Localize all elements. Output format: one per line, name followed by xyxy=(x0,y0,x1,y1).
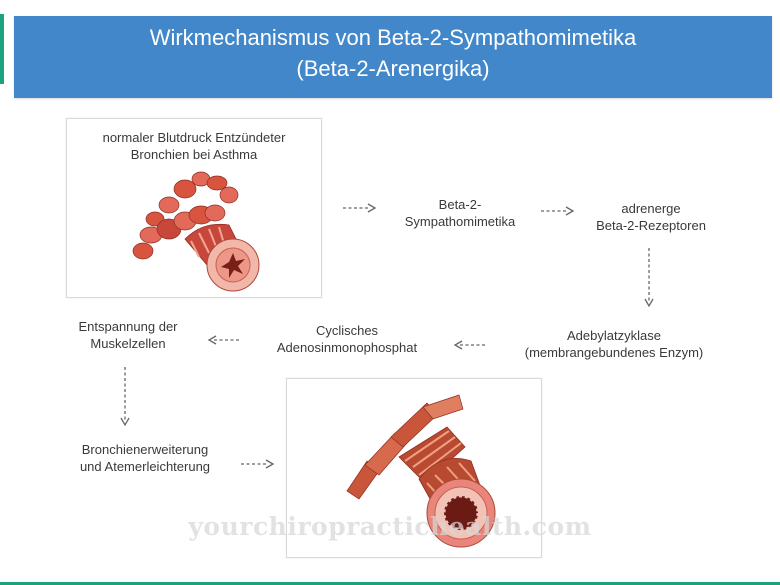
title-banner: Wirkmechanismus von Beta-2-Sympathomimet… xyxy=(14,16,772,98)
left-accent-bar xyxy=(0,14,4,84)
step-cyclisches-amp: Cyclisches Adenosinmonophosphat xyxy=(276,323,418,355)
arrow-image-to-beta2 xyxy=(343,203,377,213)
step-adrenerge-rezeptoren: adrenerge Beta-2-Rezeptoren xyxy=(596,201,706,233)
step-bronchienerweiterung: Bronchienerweiterung und Atemerleichteru… xyxy=(79,442,211,474)
dilated-bronchus-box xyxy=(286,378,542,558)
dilated-bronchus-illustration xyxy=(346,394,496,548)
arrow-enzyme-to-camp xyxy=(453,340,487,350)
bottom-accent-line xyxy=(0,582,780,585)
inflamed-bronchus-caption: normaler Blutdruck Entzündeter Bronchien… xyxy=(102,130,286,162)
step-beta2-sympathomimetika: Beta-2- Sympathomimetika xyxy=(404,197,516,229)
arrow-relaxation-to-dilation xyxy=(120,367,130,427)
diagram-subtitle: (Beta-2-Arenergika) xyxy=(296,56,490,81)
arrow-beta2-to-receptor xyxy=(541,206,575,216)
arrow-receptor-to-enzyme xyxy=(644,248,654,308)
step-muskelentspannung: Entspannung der Muskelzellen xyxy=(78,319,178,351)
arrow-dilation-to-image xyxy=(241,459,275,469)
watermark: yourchiropractichealth.com xyxy=(188,512,592,541)
diagram-title: Wirkmechanismus von Beta-2-Sympathomimet… xyxy=(149,25,637,50)
inflamed-bronchus-illustration xyxy=(132,171,260,292)
step-adebylatzyklase: Adebylatzyklase (membrangebundenes Enzym… xyxy=(524,328,704,360)
arrow-camp-to-relaxation xyxy=(207,335,241,345)
inflamed-bronchus-box: normaler Blutdruck Entzündeter Bronchien… xyxy=(66,118,322,298)
